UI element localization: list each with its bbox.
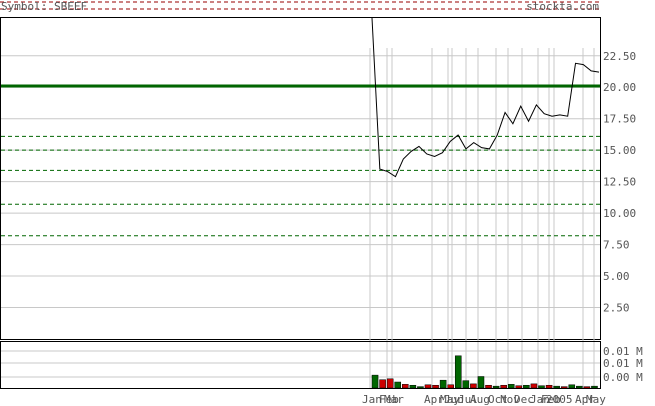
price-tick-label: 17.50: [603, 113, 636, 126]
price-panel: 22.50 20.00 17.50 15.00 12.50 10.00 7.50 5.00 2.…: [0, 17, 636, 388]
volume-axis-labels: 0.01 M0.01 M0.00 M: [603, 345, 643, 384]
date-tick-label: Jan: [530, 393, 550, 406]
volume-bar: [530, 383, 538, 389]
volume-bar: [432, 384, 439, 389]
volume-bar: [371, 374, 379, 389]
symbol-label: Symbol: SBEEF: [1, 0, 87, 13]
support-resistance-lines: [1, 84, 600, 237]
price-series-line: [371, 17, 600, 178]
volume-panel-frame: [0, 341, 601, 389]
price-axis-labels: 22.50 20.00 17.50 15.00 12.50 10.00 7.50 5.00 2.…: [603, 50, 636, 315]
volume-bar: [553, 385, 560, 389]
date-tick-label: Nov: [500, 393, 520, 406]
price-gridlines: [1, 55, 600, 309]
date-tick-label: Feb: [541, 393, 561, 406]
date-tick-label: Dec: [514, 393, 534, 406]
volume-tick-label: 0.01 M: [603, 345, 643, 358]
date-tick-label: Mar: [384, 393, 404, 406]
volume-tick-label: 0.00 M: [603, 371, 643, 384]
volume-bar: [568, 384, 576, 389]
volume-tick-label: 0.01 M: [603, 357, 643, 370]
volume-bar: [500, 384, 507, 389]
volume-bar: [439, 379, 447, 389]
volume-bar: [454, 355, 462, 389]
price-tick-label: 15.00: [603, 144, 636, 157]
volume-bar: [576, 385, 583, 389]
price-tick-label: 22.50: [603, 50, 636, 63]
volume-gridlines: [1, 350, 600, 378]
volume-bar: [424, 384, 432, 389]
date-tick-label: May: [440, 393, 460, 406]
date-tick-label: 2005: [546, 393, 573, 406]
date-tick-label: Feb: [379, 393, 399, 406]
volume-bar: [560, 386, 568, 389]
volume-bar: [417, 386, 424, 389]
volume-bar: [492, 385, 500, 389]
price-tick-label: 12.50: [603, 176, 636, 189]
date-gridlines: [369, 48, 595, 388]
volume-bar: [591, 385, 598, 389]
price-tick-label: 5.00: [603, 270, 630, 283]
volume-panel: 0.01 M0.01 M0.00 M: [0, 341, 643, 389]
volume-bar: [507, 384, 515, 389]
date-tick-label: Apr: [575, 393, 595, 406]
price-tick-label: 2.50: [603, 302, 630, 315]
price-tick-label: 10.00: [603, 207, 636, 220]
watermark: stockta.com: [526, 0, 599, 13]
volume-bar: [409, 384, 417, 389]
price-tick-label: 7.50: [603, 239, 630, 252]
date-tick-label: Apr: [424, 393, 444, 406]
date-tick-label: Jun: [444, 393, 464, 406]
volume-bar: [386, 378, 394, 389]
header: Symbol: SBEEF stockta.com: [0, 0, 600, 13]
volume-bar: [477, 376, 485, 389]
date-tick-label: Jan: [362, 393, 382, 406]
volume-bar: [470, 383, 477, 389]
volume-bar: [485, 384, 492, 389]
price-tick-label: 20.00: [603, 81, 636, 94]
volume-bars: [371, 355, 598, 389]
date-tick-label: Jul: [458, 393, 478, 406]
volume-bar: [402, 384, 409, 389]
volume-bar: [545, 384, 553, 389]
volume-bar: [538, 385, 545, 389]
volume-bar: [583, 386, 591, 389]
price-panel-frame: [0, 17, 601, 340]
date-tick-label: Aug: [470, 393, 490, 406]
volume-bar: [523, 384, 530, 389]
date-tick-label: May: [586, 393, 606, 406]
volume-bar: [447, 384, 454, 389]
volume-bar: [379, 379, 386, 389]
volume-bar: [515, 385, 523, 389]
date-tick-label: Oct: [488, 393, 508, 406]
volume-bar: [462, 380, 470, 389]
volume-bar: [394, 381, 402, 389]
